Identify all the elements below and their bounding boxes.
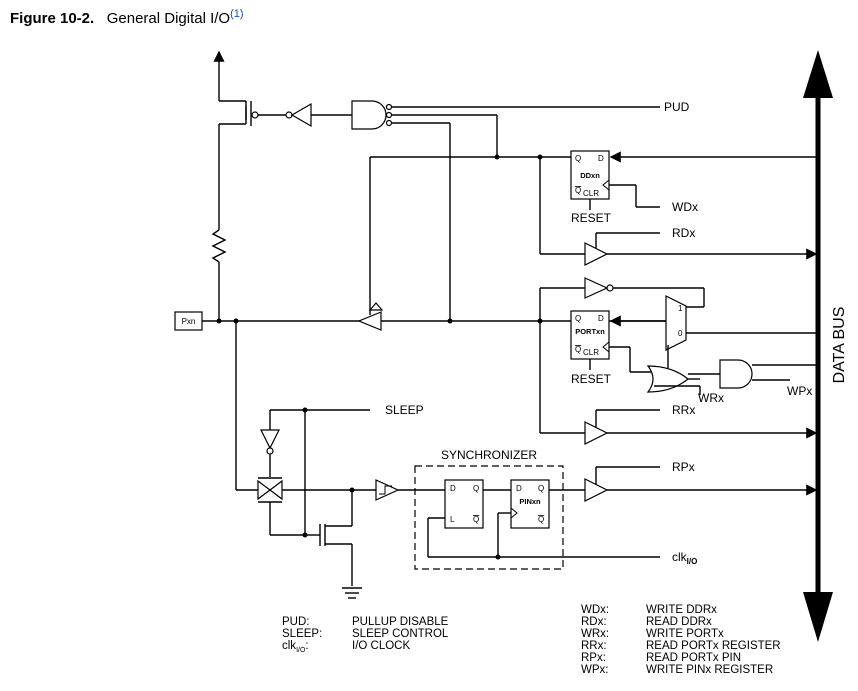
pinxn-name: PINxn — [519, 497, 541, 506]
bus-arrow-up-icon — [803, 50, 833, 98]
transmission-gate — [257, 477, 283, 503]
pin-pxn: Pxn — [174, 311, 203, 331]
mux-in1: 1 — [678, 304, 683, 313]
pinxn-q: Q — [538, 484, 544, 493]
portxn-register: Q D PORTxn Q CLR — [570, 310, 610, 360]
clk-label: clkI/O — [672, 550, 697, 566]
latch-q: Q — [473, 484, 479, 493]
ddxn-q: Q — [575, 154, 581, 163]
output-buffer — [357, 311, 382, 331]
portx-feedback-inverter — [584, 277, 609, 299]
legend-abbr: RDx: — [581, 616, 607, 628]
pinxn-d: D — [516, 484, 522, 493]
figure-title: Figure 10-2. General Digital I/O(1) — [10, 8, 244, 27]
portx-mux: 1 0 — [665, 295, 687, 351]
legend-abbr: SLEEP: — [282, 628, 322, 640]
legend-desc: SLEEP CONTROL — [352, 628, 449, 640]
portxn-qbar: Q — [575, 345, 581, 354]
legend-abbr: WRx: — [581, 628, 609, 640]
pullup-inverter — [290, 102, 312, 128]
legend-right: WDx: WRITE DDRx RDx: READ DDRx WRx: WRIT… — [581, 604, 781, 676]
pullup-resistor — [211, 229, 227, 263]
schmitt-trigger — [375, 479, 400, 501]
portxn-q: Q — [575, 314, 581, 323]
data-bus-label: DATA BUS — [831, 307, 848, 384]
pinxn-register — [510, 479, 550, 529]
legend-desc: WRITE PINx REGISTER — [646, 664, 773, 676]
legend-desc: WRITE PORTx — [646, 628, 724, 640]
pin-label: Pxn — [182, 317, 196, 326]
latch-l: L — [450, 515, 455, 524]
legend-desc: PULLUP DISABLE — [352, 616, 449, 628]
rrx-label: RRx — [672, 403, 695, 417]
latch-qbar: Q — [473, 515, 479, 524]
rdx-label: RDx — [672, 226, 695, 240]
rpx-buffer — [584, 478, 609, 502]
legend-abbr: WPx: — [581, 664, 608, 676]
legend-desc: WRITE DDRx — [646, 604, 717, 616]
bus-arrow-down-icon — [803, 592, 833, 642]
synchronizer: SYNCHRONIZER D Q L Q D Q PINxn Q — [414, 448, 564, 570]
portxn-d: D — [598, 314, 604, 323]
sleep-inverter — [260, 429, 280, 450]
ddxn-qbar: Q — [575, 186, 581, 195]
legend-abbr: clkI/O: — [282, 640, 309, 654]
legend-abbr: WDx: — [581, 604, 609, 616]
ddxn-register: Q D DDxn Q CLR — [570, 150, 610, 200]
ddxn-name: DDxn — [580, 171, 600, 180]
figure-number: Figure 10-2. — [10, 10, 95, 27]
latch-d: D — [450, 484, 456, 493]
footnote-ref: (1) — [230, 8, 244, 20]
ground-icon — [342, 587, 362, 599]
wdx-label: WDx — [672, 200, 698, 214]
portxn-clr: CLR — [583, 348, 599, 357]
ddxn-d: D — [598, 154, 604, 163]
wrx-label: WRx — [698, 391, 724, 405]
legend-desc: READ PORTx REGISTER — [646, 640, 781, 652]
figure-title-text: General Digital I/O — [106, 10, 231, 27]
pinxn-qbar: Q — [538, 515, 544, 524]
rpx-label: RPx — [672, 460, 695, 474]
legend-desc: I/O CLOCK — [352, 640, 410, 652]
portx-or-gate — [646, 365, 689, 393]
legend-desc: READ DDRx — [646, 616, 712, 628]
pullup-and-gate — [351, 100, 387, 130]
legend-abbr: PUD: — [282, 616, 309, 628]
portxn-name: PORTxn — [575, 327, 605, 336]
portxn-reset-label: RESET — [571, 372, 612, 386]
legend-abbr: RRx: — [581, 640, 607, 652]
synchronizer-label: SYNCHRONIZER — [441, 448, 537, 462]
rdx-buffer — [584, 242, 609, 266]
wpx-label: WPx — [787, 384, 812, 398]
wpx-and-gate — [719, 359, 753, 389]
data-bus: DATA BUS — [803, 50, 848, 642]
ddxn-reset-label: RESET — [571, 211, 612, 225]
ddxn-clr: CLR — [583, 189, 599, 198]
pud-label: PUD — [664, 100, 690, 114]
legend-desc: READ PORTx PIN — [646, 652, 741, 664]
sync-latch — [444, 479, 484, 529]
rrx-buffer — [584, 421, 609, 445]
legend-abbr: RPx: — [581, 652, 606, 664]
mux-in0: 0 — [678, 329, 683, 338]
sleep-label: SLEEP — [385, 403, 424, 417]
legend-left: PUD: PULLUP DISABLE SLEEP: SLEEP CONTROL… — [282, 616, 449, 654]
